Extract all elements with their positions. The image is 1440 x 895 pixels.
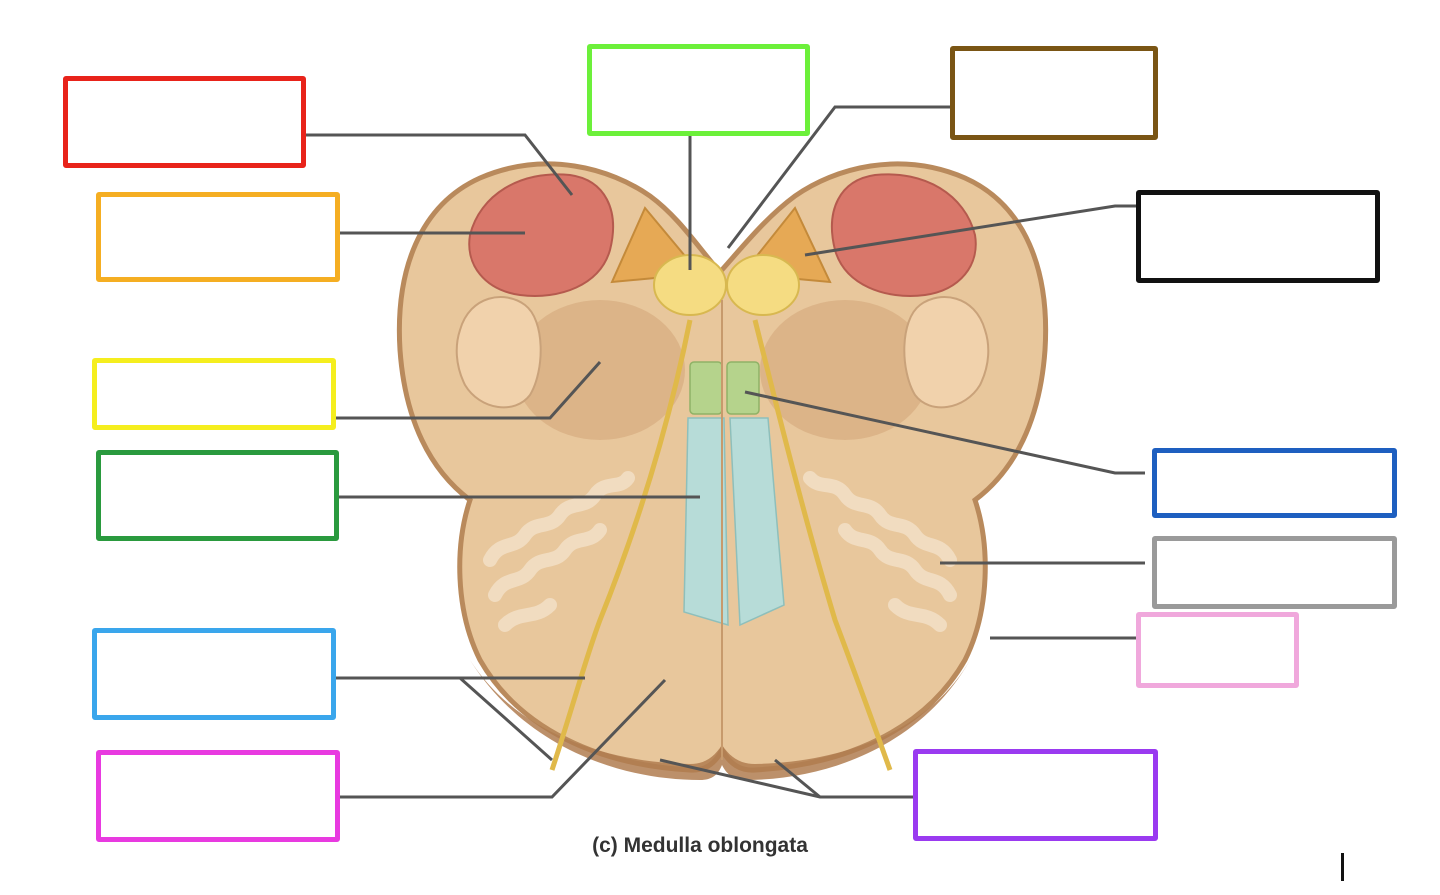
label-box-gray[interactable] <box>1152 536 1397 609</box>
label-box-red[interactable] <box>63 76 306 168</box>
green-structure-right <box>726 361 760 415</box>
green-structure-left <box>689 361 723 415</box>
nerve-root-right <box>752 319 893 771</box>
reticular-right <box>760 300 930 440</box>
leader-magenta <box>338 678 667 799</box>
label-box-brown[interactable] <box>950 46 1158 140</box>
label-box-purple[interactable] <box>913 749 1158 841</box>
label-box-orange[interactable] <box>96 192 340 282</box>
nerve-root-left <box>549 319 693 771</box>
label-box-pink[interactable] <box>1136 612 1299 688</box>
label-box-lime[interactable] <box>587 44 810 136</box>
olive-folds-right <box>803 471 957 632</box>
label-box-blue[interactable] <box>1152 448 1397 518</box>
yellow-structure-right <box>726 254 800 316</box>
lateral-nucleus-right <box>903 296 990 409</box>
leader-blue <box>744 390 1145 475</box>
leader-brown <box>726 105 952 249</box>
leader-red <box>306 133 574 196</box>
label-box-black[interactable] <box>1136 190 1380 283</box>
label-box-magenta[interactable] <box>96 750 340 842</box>
lateral-nucleus-left <box>455 296 542 409</box>
figure-caption: (c) Medulla oblongata <box>592 834 808 857</box>
label-box-lightblue[interactable] <box>92 628 336 720</box>
leader-purple-branch <box>774 758 821 799</box>
leader-lines <box>306 105 1145 799</box>
label-box-yellow[interactable] <box>92 358 336 430</box>
red-structure-left <box>468 173 615 297</box>
leader-lightblue-branch <box>459 676 553 762</box>
olive-folds-left <box>483 471 635 632</box>
reticular-left <box>515 300 685 440</box>
leader-black <box>804 204 1138 257</box>
leader-yellow <box>336 361 602 420</box>
text-cursor-icon <box>1341 853 1344 881</box>
tissue-rim-shadow <box>470 660 970 780</box>
blue-structure-left <box>683 417 729 627</box>
blue-structure-right <box>729 417 785 627</box>
label-box-green[interactable] <box>96 450 339 541</box>
